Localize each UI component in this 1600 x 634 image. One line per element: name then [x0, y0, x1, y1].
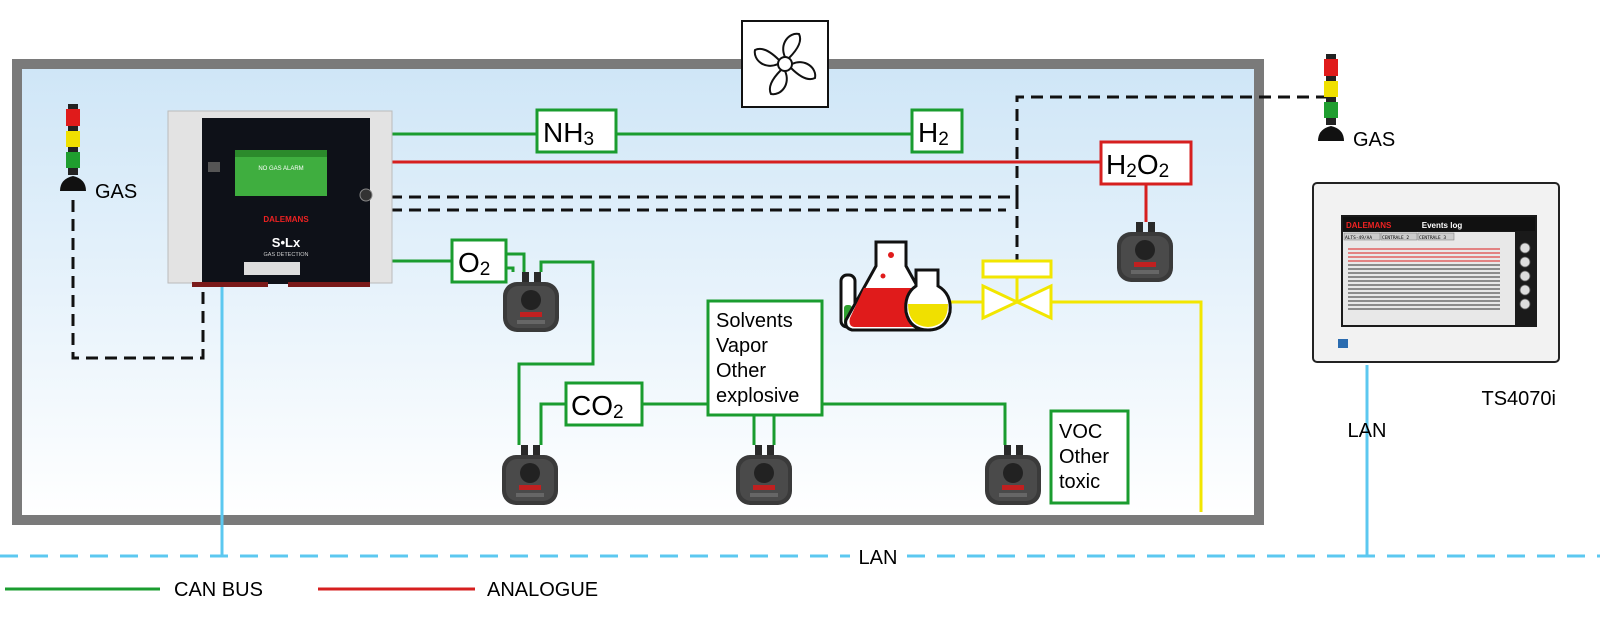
legend-analogue-label: ANALOGUE — [487, 579, 598, 601]
nh3-box: NH3 — [535, 108, 618, 154]
valve-lines — [950, 300, 1203, 512]
svg-text:CENTRALE 2: CENTRALE 2 — [1382, 235, 1409, 241]
svg-text:NO GAS ALARM: NO GAS ALARM — [258, 166, 303, 172]
svg-text:toxic: toxic — [1059, 471, 1100, 493]
svg-text:VOC: VOC — [1059, 421, 1102, 443]
solvents-box: Solvents Vapor Other explosive — [706, 299, 824, 417]
lan-lines — [0, 285, 1600, 558]
touchscreen-panel: DALEMANS Events log ALTS-49/AA CENTRALE … — [1312, 182, 1560, 363]
legend: CAN BUS ANALOGUE — [5, 579, 598, 601]
controller-model: S•Lx — [272, 235, 301, 250]
svg-text:Other: Other — [716, 360, 766, 382]
svg-text:Solvents: Solvents — [716, 310, 793, 332]
controller-button — [359, 188, 373, 202]
controller-subtitle: GAS DETECTION — [264, 252, 309, 258]
analogue-line — [390, 160, 1148, 222]
touchscreen-model-label: TS4070i — [1482, 388, 1557, 410]
touchscreen-brand: DALEMANS — [1346, 221, 1392, 230]
svg-text:NH3: NH3 — [543, 117, 594, 150]
svg-text:CENTRALE 3: CENTRALE 3 — [1419, 235, 1446, 241]
can-bus-lines — [390, 132, 1007, 445]
lan-label-bottom: LAN — [859, 547, 898, 569]
svg-text:Vapor: Vapor — [716, 335, 768, 357]
h2-box: H2 — [910, 108, 964, 154]
controller-unit: NO GAS ALARM DALEMANS S•Lx GAS DETECTION — [167, 110, 393, 287]
co2-box: CO2 — [564, 381, 644, 427]
touchscreen-title: Events log — [1422, 221, 1463, 230]
right-beacon-label: GAS — [1353, 129, 1395, 151]
fan-icon — [741, 20, 829, 108]
svg-text:ALTS-49/AA: ALTS-49/AA — [1345, 235, 1372, 241]
svg-text:CO2: CO2 — [571, 390, 624, 423]
svg-text:O2: O2 — [458, 247, 490, 280]
svg-text:explosive: explosive — [716, 385, 799, 407]
svg-text:H2O2: H2O2 — [1106, 149, 1169, 182]
h2o2-box: H2O2 — [1099, 140, 1193, 186]
voc-box: VOC Other toxic — [1049, 409, 1130, 505]
svg-text:H2: H2 — [918, 117, 949, 150]
o2-box: O2 — [450, 238, 508, 284]
control-lines — [71, 95, 1331, 360]
svg-text:Other: Other — [1059, 446, 1109, 468]
left-beacon-label: GAS — [95, 181, 137, 203]
valve-icon — [981, 259, 1053, 321]
controller-brand: DALEMANS — [263, 215, 309, 224]
controller-screen — [235, 150, 327, 196]
lan-label-vertical: LAN — [1348, 420, 1387, 442]
lab-flask-icon — [839, 240, 952, 332]
legend-can-bus-label: CAN BUS — [174, 579, 263, 601]
